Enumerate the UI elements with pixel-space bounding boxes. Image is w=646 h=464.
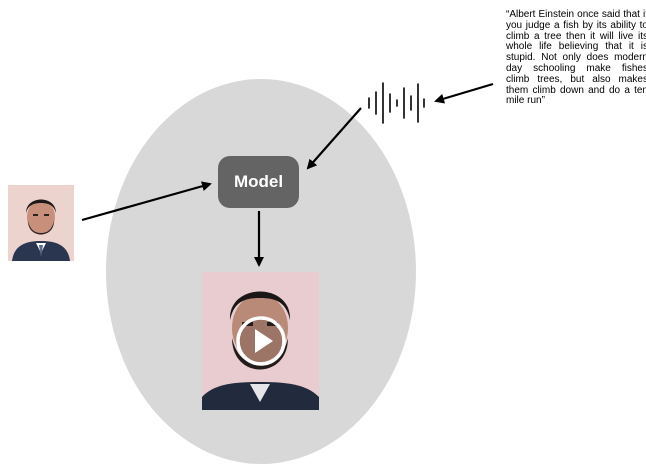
output-video-frame [202,272,319,410]
model-box: Model [218,156,299,208]
audio-waveform-icon [368,82,425,124]
play-icon[interactable] [235,315,287,367]
quote-text: “Albert Einstein once said that if you j… [506,9,646,107]
input-face-image [8,185,74,261]
model-label: Model [233,172,284,191]
arrow-quote-to-audio [434,82,494,104]
